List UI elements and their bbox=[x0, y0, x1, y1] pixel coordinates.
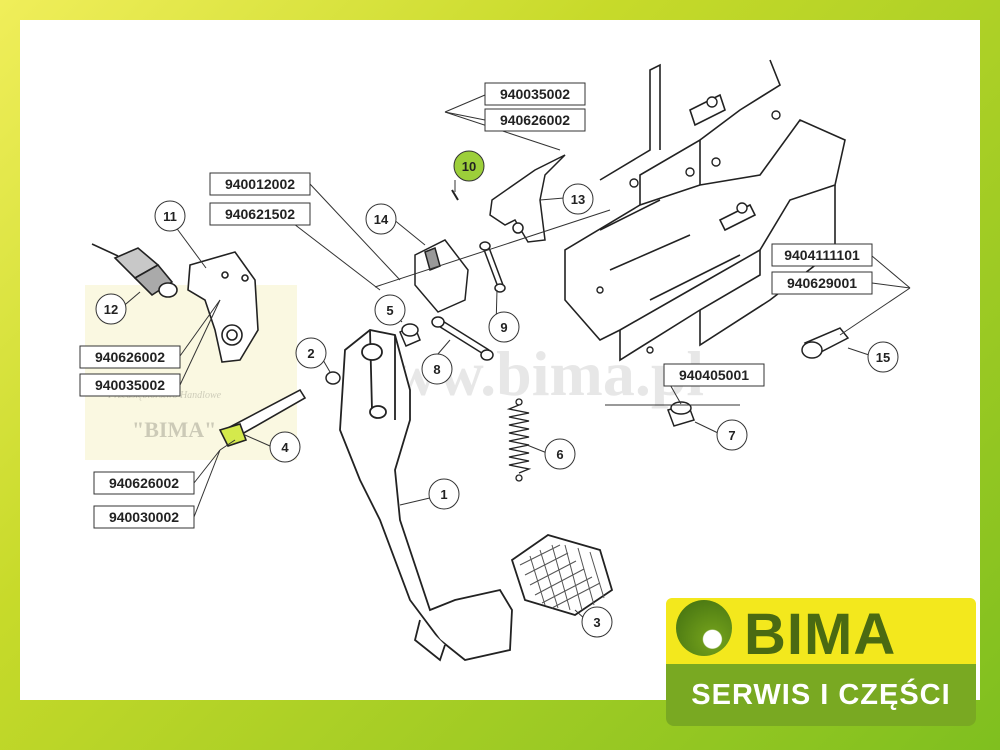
callout-1: 1 bbox=[428, 478, 460, 510]
logo-ball-icon bbox=[676, 600, 732, 656]
svg-text:12: 12 bbox=[104, 302, 118, 317]
callout-6: 6 bbox=[544, 438, 576, 470]
logo-name: BIMA bbox=[744, 602, 897, 667]
part-940626002-top: 940626002 bbox=[500, 112, 570, 128]
part-940030002-bottom: 940030002 bbox=[109, 509, 179, 525]
bima-logo: BIMA SERWIS I CZĘŚCI bbox=[666, 598, 976, 730]
logo-bottom-panel: SERWIS I CZĘŚCI bbox=[666, 664, 976, 726]
svg-text:10: 10 bbox=[462, 159, 476, 174]
part-940629001: 940629001 bbox=[787, 275, 857, 291]
svg-text:3: 3 bbox=[593, 615, 600, 630]
part-940012002: 940012002 bbox=[225, 176, 295, 192]
svg-text:4: 4 bbox=[281, 440, 289, 455]
callout-13: 13 bbox=[562, 183, 594, 215]
svg-text:5: 5 bbox=[386, 303, 393, 318]
callout-8: 8 bbox=[421, 353, 453, 385]
part-940405001: 940405001 bbox=[679, 367, 749, 383]
callout-15: 15 bbox=[867, 341, 899, 373]
svg-text:9: 9 bbox=[500, 320, 507, 335]
callout-9: 9 bbox=[488, 311, 520, 343]
logo-top-panel: BIMA bbox=[666, 598, 976, 672]
frame-bolts bbox=[596, 96, 781, 354]
callout-2: 2 bbox=[295, 337, 327, 369]
callout-4: 4 bbox=[269, 431, 301, 463]
svg-text:2: 2 bbox=[307, 346, 314, 361]
callout-markers: 1 2 3 4 5 6 7 8 9 10 11 12 13 14 15 bbox=[95, 150, 899, 638]
callout-3: 3 bbox=[581, 606, 613, 638]
return-spring bbox=[506, 398, 532, 482]
part-940621502: 940621502 bbox=[225, 206, 295, 222]
sensor-bracket bbox=[187, 251, 259, 363]
callout-12: 12 bbox=[95, 293, 127, 325]
callout-7: 7 bbox=[716, 419, 748, 451]
callout-14: 14 bbox=[365, 203, 397, 235]
small-parts bbox=[325, 154, 850, 427]
logo-tagline: SERWIS I CZĘŚCI bbox=[691, 678, 951, 711]
svg-text:6: 6 bbox=[556, 447, 563, 462]
part-940035002-top: 940035002 bbox=[500, 86, 570, 102]
callout-5: 5 bbox=[374, 294, 406, 326]
clutch-pedal bbox=[339, 329, 513, 662]
part-940035002-left: 940035002 bbox=[95, 377, 165, 393]
mounting-frame bbox=[564, 59, 846, 362]
svg-text:7: 7 bbox=[728, 428, 735, 443]
part-940626002-left: 940626002 bbox=[95, 349, 165, 365]
svg-text:14: 14 bbox=[374, 212, 389, 227]
part-940626002-bottom: 940626002 bbox=[109, 475, 179, 491]
svg-text:13: 13 bbox=[571, 192, 585, 207]
part-number-labels: 940035002 940626002 940012002 940621502 … bbox=[79, 82, 873, 529]
svg-text:15: 15 bbox=[876, 350, 890, 365]
pedal-sensor bbox=[91, 243, 178, 298]
push-rod bbox=[218, 388, 307, 447]
part-9404111101: 9404111101 bbox=[784, 247, 860, 263]
watermark-company-name: "BIMA" bbox=[132, 417, 216, 442]
svg-text:11: 11 bbox=[163, 209, 177, 224]
svg-text:8: 8 bbox=[433, 362, 440, 377]
callout-10: 10 bbox=[453, 150, 485, 182]
svg-text:1: 1 bbox=[440, 487, 447, 502]
callout-11: 11 bbox=[154, 200, 186, 232]
pedal-pad bbox=[510, 534, 614, 616]
